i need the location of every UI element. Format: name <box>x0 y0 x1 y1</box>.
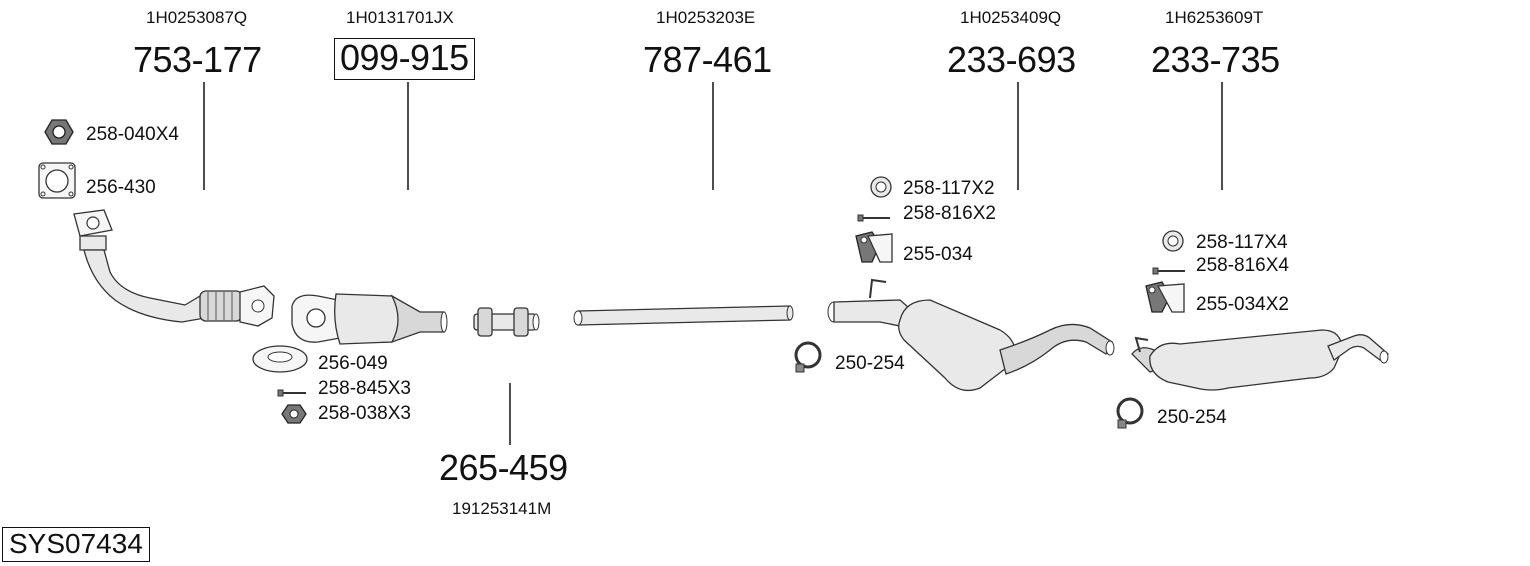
accessory-label[interactable]: 258-816X4 <box>1196 255 1289 276</box>
pipe-clamp-icon <box>796 343 820 372</box>
part-number[interactable]: 787-461 <box>643 39 772 80</box>
oem-number: 191253141M <box>452 499 552 518</box>
oem-number: 1H0131701JX <box>346 8 454 27</box>
rubber-ring-icon <box>871 177 891 197</box>
catalytic-converter-icon <box>292 294 447 344</box>
rear-silencer-icon <box>1132 330 1388 390</box>
accessory-label[interactable]: 255-034 <box>903 244 973 265</box>
part-number[interactable]: 233-693 <box>947 39 1076 80</box>
accessory-label[interactable]: 250-254 <box>1157 407 1227 428</box>
accessory-label[interactable]: 258-845X3 <box>318 378 411 399</box>
part-number-highlighted[interactable]: 099-915 <box>334 38 475 80</box>
accessory-label[interactable]: 258-117X4 <box>1196 232 1288 253</box>
hex-nut-icon <box>45 120 73 144</box>
screw-icon <box>858 215 890 221</box>
pipe-clamp-icon <box>1118 399 1142 428</box>
oem-number: 1H0253087Q <box>146 8 248 27</box>
accessory-label[interactable]: 258-040X4 <box>86 124 179 145</box>
bolt-icon <box>278 390 306 396</box>
accessory-label[interactable]: 250-254 <box>835 353 905 374</box>
accessory-label[interactable]: 258-816X2 <box>903 203 996 224</box>
front-pipe-icon <box>74 210 274 326</box>
rubber-hanger-icon <box>856 232 892 262</box>
rubber-ring-icon <box>1163 231 1183 251</box>
oem-number: 1H6253609T <box>1165 8 1264 27</box>
pipe-connector-icon <box>474 308 539 336</box>
square-gasket-icon <box>39 163 75 198</box>
accessory-label[interactable]: 255-034X2 <box>1196 294 1289 315</box>
accessory-label[interactable]: 258-038X3 <box>318 403 411 424</box>
center-silencer-icon <box>828 280 1114 390</box>
oem-number: 1H0253409Q <box>960 8 1062 27</box>
screw-icon <box>1153 268 1185 274</box>
part-number[interactable]: 265-459 <box>439 447 568 488</box>
oem-number: 1H0253203E <box>656 8 756 27</box>
rubber-hanger-icon <box>1146 282 1184 312</box>
accessory-label[interactable]: 258-117X2 <box>903 178 995 199</box>
intermediate-pipe-icon <box>574 306 793 325</box>
accessory-label[interactable]: 256-049 <box>318 353 388 374</box>
part-number[interactable]: 753-177 <box>133 39 262 80</box>
ring-gasket-icon <box>253 346 307 372</box>
part-number[interactable]: 233-735 <box>1151 39 1280 80</box>
system-code-badge: SYS07434 <box>2 527 150 562</box>
flange-nut-icon <box>282 405 306 423</box>
accessory-label[interactable]: 256-430 <box>86 177 156 198</box>
